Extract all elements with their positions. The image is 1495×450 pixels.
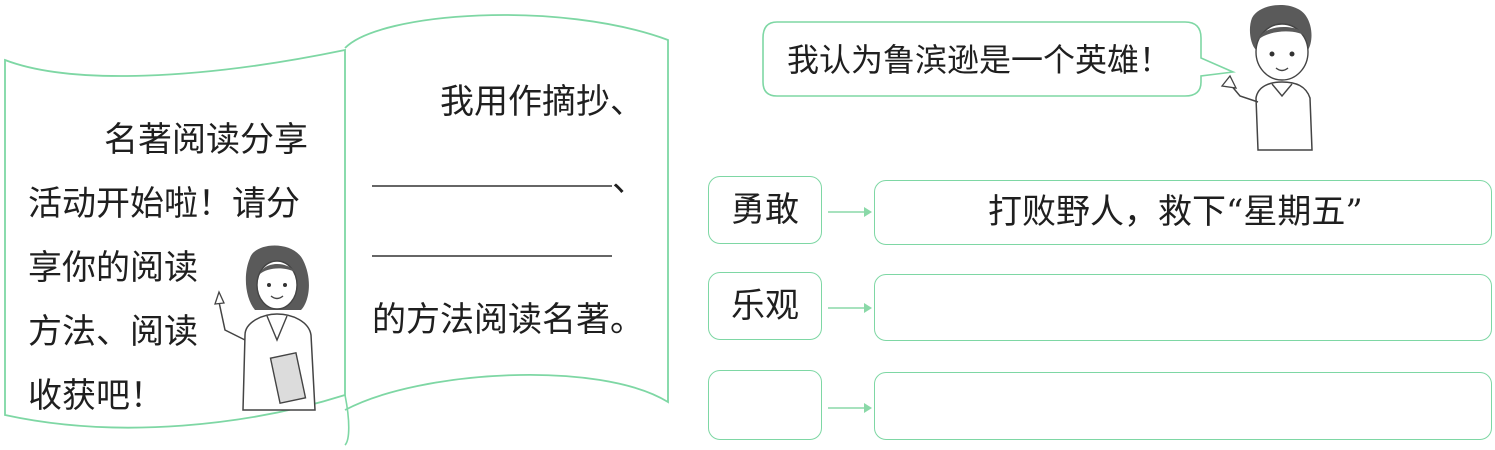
trait-box-3[interactable] <box>708 370 822 440</box>
arrow-right-icon <box>828 403 872 413</box>
scroll-right-line-1: 我用作摘抄、 <box>440 82 644 122</box>
boy-figure <box>1220 4 1313 151</box>
scroll-left-line-1: 名著阅读分享 <box>104 120 308 160</box>
evidence-box-1[interactable] <box>874 180 1492 245</box>
scroll-graphic <box>4 14 669 446</box>
trait-box-1[interactable] <box>708 176 822 244</box>
evidence-box-3[interactable] <box>874 372 1492 440</box>
scroll-right-comma: 、 <box>612 160 646 200</box>
blank-fill-line-1[interactable] <box>372 150 612 186</box>
speech-text: 我认为鲁滨逊是一个英雄！ <box>787 41 1172 79</box>
teacher-figure <box>214 245 316 411</box>
arrow-right-icon <box>828 207 872 217</box>
blank-fill-line-2[interactable] <box>372 220 612 256</box>
trait-label-2: 乐观 <box>731 286 799 326</box>
arrow-right-icon <box>828 303 872 313</box>
scroll-left-line-5: 收获吧！ <box>28 376 164 416</box>
scroll-left-line-4: 方法、阅读 <box>28 312 198 352</box>
evidence-text-1: 打败野人，救下“星期五” <box>988 192 1363 232</box>
scroll-left-line-2: 活动开始啦！请分 <box>28 184 300 224</box>
trait-box-2[interactable] <box>708 272 822 340</box>
trait-label-1: 勇敢 <box>731 190 799 230</box>
scroll-left-line-3: 享你的阅读 <box>28 248 198 288</box>
evidence-box-2[interactable] <box>874 274 1492 341</box>
scroll-right-last: 的方法阅读名著。 <box>372 300 644 340</box>
speech-bubble <box>762 21 1236 97</box>
